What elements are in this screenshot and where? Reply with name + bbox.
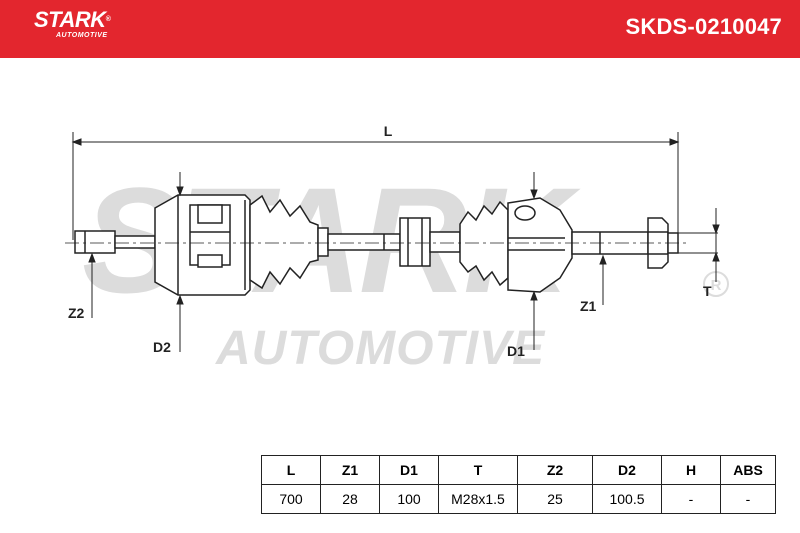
spec-header-cell: Z2 [517,455,593,485]
spec-table: L Z1 D1 T Z2 D2 H ABS 700 28 100 M28x1.5… [261,455,776,514]
header-bar: STARK® AUTOMOTIVE SKDS-0210047 [0,0,800,58]
spec-header-cell: Z1 [320,455,380,485]
label-D2: D2 [153,339,171,355]
label-L: L [384,123,393,139]
label-Z1: Z1 [580,298,597,314]
label-D1: D1 [507,343,525,359]
spec-value-cell: M28x1.5 [438,484,518,514]
spec-table-header-row: L Z1 D1 T Z2 D2 H ABS [261,455,776,485]
spec-header-cell: D2 [592,455,662,485]
spec-header-cell: D1 [379,455,439,485]
spec-header-cell: T [438,455,518,485]
stark-logo: STARK® AUTOMOTIVE [34,7,111,40]
spec-table-value-row: 700 28 100 M28x1.5 25 100.5 - - [261,484,776,514]
dimension-leaders [88,172,720,352]
spec-value-cell: - [720,484,776,514]
spec-value-cell: 700 [261,484,321,514]
svg-text:R: R [711,277,722,294]
logo-sub: AUTOMOTIVE [56,32,108,39]
label-T: T [703,283,712,299]
spec-value-cell: 100.5 [592,484,662,514]
spec-value-cell: - [661,484,721,514]
spec-header-cell: L [261,455,321,485]
spec-header-cell: ABS [720,455,776,485]
label-Z2: Z2 [68,305,85,321]
dimension-L [71,132,680,240]
spec-header-cell: H [661,455,721,485]
spec-value-cell: 25 [517,484,593,514]
spec-value-cell: 100 [379,484,439,514]
registered-mark-icon: ® [105,16,111,23]
drive-shaft-drawing: STARK AUTOMOTIVE R L [65,123,729,375]
spec-value-cell: 28 [320,484,380,514]
part-number: SKDS-0210047 [625,14,782,39]
watermark-line2: AUTOMOTIVE [215,322,546,375]
logo-brand: STARK [34,7,106,32]
